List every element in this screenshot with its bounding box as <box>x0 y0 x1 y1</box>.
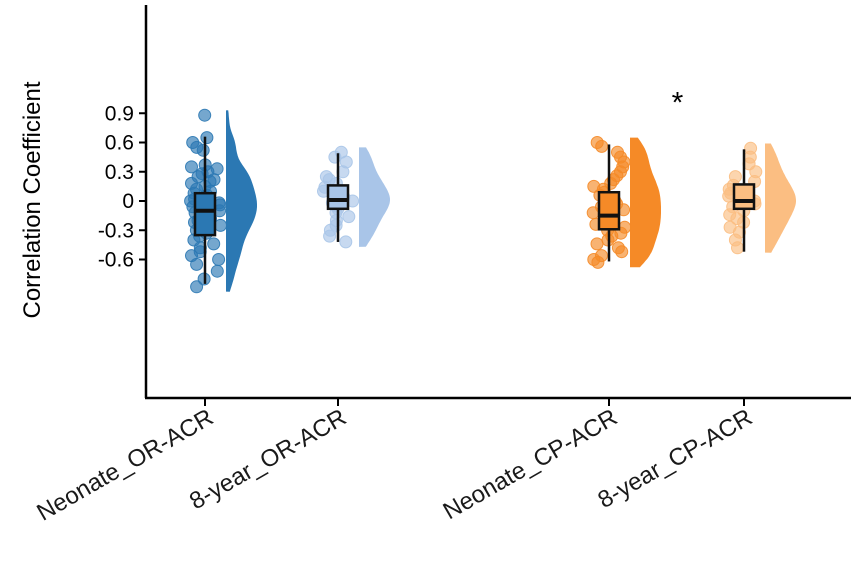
data-point <box>190 280 204 294</box>
significance-marker: * <box>672 87 684 120</box>
y-tick-label: 0.9 <box>105 102 134 125</box>
data-point <box>198 108 212 122</box>
data-point <box>212 253 226 266</box>
box-neonate-cp-acr <box>597 190 621 231</box>
y-tick-label: 0.3 <box>105 161 134 184</box>
data-point <box>207 237 221 251</box>
data-point <box>339 235 353 249</box>
y-tick-label: 0 <box>122 190 134 213</box>
data-point <box>210 264 224 278</box>
data-point <box>591 255 605 269</box>
violin-8-year-or-acr <box>359 147 390 247</box>
box-8-year-cp-acr <box>732 183 756 211</box>
y-tick-label: 0.6 <box>105 132 134 155</box>
data-point <box>731 241 744 255</box>
data-point <box>586 206 600 220</box>
y-axis-label: Correlation Coefficient <box>19 81 46 318</box>
violin-layer <box>226 110 796 292</box>
data-point <box>196 143 210 157</box>
x-tick-label: Neonate_CP-ACR <box>439 404 622 525</box>
data-point <box>214 218 227 232</box>
y-tick-label: -0.3 <box>98 219 134 242</box>
violin-neonate-or-acr <box>226 110 257 292</box>
data-point <box>323 229 337 243</box>
y-tick-label: -0.6 <box>98 249 134 272</box>
violin-neonate-cp-acr <box>630 137 661 268</box>
data-point <box>185 160 198 174</box>
box-8-year-or-acr <box>326 184 350 211</box>
x-tick-label: Neonate_OR-ACR <box>32 404 218 527</box>
data-point <box>190 257 204 271</box>
points-layer <box>184 108 763 294</box>
data-point <box>342 210 356 224</box>
box-neonate-or-acr <box>193 191 217 237</box>
data-point <box>590 237 604 251</box>
data-point <box>595 139 609 153</box>
data-point <box>200 131 214 145</box>
boxplot-layer <box>193 136 756 284</box>
data-point <box>615 245 629 259</box>
violin-8-year-cp-acr <box>765 143 796 253</box>
